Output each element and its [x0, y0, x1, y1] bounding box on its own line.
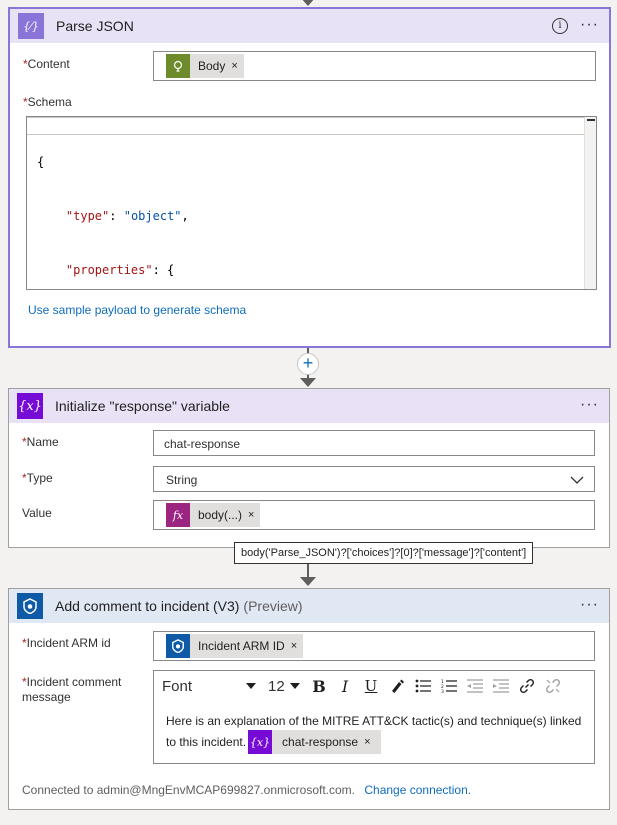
svg-text:1: 1: [441, 679, 444, 685]
preview-tag: (Preview): [243, 598, 303, 614]
name-label: *Name: [22, 435, 59, 449]
expression-tooltip: body('Parse_JSON')?['choices']?[0]?['mes…: [234, 542, 534, 564]
code-line: "properties": {: [65, 263, 175, 277]
init-variable-header[interactable]: {x} Initialize "response" variable ···: [9, 389, 609, 423]
parse-json-card[interactable]: {⁄} Parse JSON i ··· *Content Body × *Sc…: [8, 7, 611, 348]
init-variable-title: Initialize "response" variable: [55, 398, 230, 414]
caret-down-icon: [246, 683, 256, 689]
name-value: chat-response: [164, 437, 241, 451]
unlink-icon[interactable]: [540, 674, 566, 698]
arm-id-field[interactable]: Incident ARM ID ×: [153, 631, 595, 661]
svg-text:2: 2: [441, 684, 444, 690]
expression-token[interactable]: fx body(...) ×: [166, 503, 261, 527]
connection-info: Connected to admin@MngEnvMCAP699827.onmi…: [22, 783, 471, 797]
value-label: Value: [22, 506, 52, 520]
sample-payload-link[interactable]: Use sample payload to generate schema: [28, 303, 247, 317]
chevron-down-icon: [570, 476, 584, 484]
code-line: "type": "object",: [65, 209, 189, 223]
italic-icon[interactable]: I: [341, 676, 349, 696]
body-token-label: Body: [198, 59, 226, 73]
arrow-top-icon: [300, 0, 316, 6]
schema-code[interactable]: { "type": "object", "properties": { "cho…: [37, 117, 333, 289]
connected-text: Connected to admin@MngEnvMCAP699827.onmi…: [22, 783, 356, 797]
editor-scrollbar[interactable]: [584, 117, 596, 289]
parse-json-icon: {⁄}: [18, 13, 44, 39]
outdent-icon[interactable]: [462, 674, 488, 698]
caret-down-icon: [290, 683, 300, 689]
type-dropdown[interactable]: String: [153, 466, 595, 492]
link-icon[interactable]: [514, 674, 540, 698]
parse-json-title: Parse JSON: [56, 18, 134, 34]
body-token[interactable]: Body ×: [166, 54, 244, 78]
schema-label: *Schema: [23, 95, 72, 109]
arrow-2-icon: [300, 577, 316, 586]
more-options-icon[interactable]: ···: [580, 16, 599, 33]
remove-token-icon[interactable]: ×: [364, 735, 371, 748]
svg-text:3: 3: [441, 689, 444, 693]
type-value: String: [166, 473, 198, 487]
remove-token-icon[interactable]: ×: [248, 509, 255, 521]
font-size-dropdown[interactable]: 12: [262, 674, 306, 698]
more-options-icon[interactable]: ···: [580, 396, 599, 413]
expression-token-label: body(...): [198, 508, 243, 522]
remove-token-icon[interactable]: ×: [231, 60, 238, 72]
info-icon[interactable]: i: [552, 18, 568, 34]
connector-2: [307, 564, 309, 578]
variable-icon: {x}: [17, 393, 43, 419]
add-comment-card[interactable]: Add comment to incident (V3) (Preview) ·…: [8, 588, 610, 810]
arm-id-token-label: Incident ARM ID: [198, 639, 285, 653]
init-variable-card[interactable]: {x} Initialize "response" variable ··· *…: [8, 388, 610, 548]
font-dropdown[interactable]: Font: [158, 674, 262, 698]
arm-id-token[interactable]: Incident ARM ID ×: [166, 634, 304, 658]
comment-text-line-1: Here is an explanation of the MITRE ATT&…: [166, 714, 582, 728]
name-field[interactable]: chat-response: [153, 430, 595, 456]
schema-editor[interactable]: { "type": "object", "properties": { "cho…: [26, 116, 597, 290]
chat-response-token[interactable]: {x} chat-response ×: [248, 730, 381, 754]
add-comment-header[interactable]: Add comment to incident (V3) (Preview) ·…: [9, 589, 609, 623]
comment-text-line-2: to this incident.: [166, 734, 247, 749]
add-comment-title: Add comment to incident (V3): [55, 598, 240, 614]
comment-body[interactable]: Here is an explanation of the MITRE ATT&…: [166, 713, 586, 754]
sentinel-icon: [17, 593, 43, 619]
bold-icon[interactable]: B: [312, 676, 326, 696]
add-step-icon[interactable]: +: [297, 353, 319, 375]
comment-label: *Incident comment message: [22, 675, 122, 704]
highlight-icon[interactable]: [384, 674, 410, 698]
arm-id-label: *Incident ARM id: [22, 636, 111, 650]
underline-icon[interactable]: U: [364, 677, 378, 695]
type-label: *Type: [22, 471, 53, 485]
fx-icon: fx: [166, 503, 190, 527]
trigger-icon: [166, 54, 190, 78]
variable-icon: {x}: [248, 730, 273, 754]
parse-json-header[interactable]: {⁄} Parse JSON i ···: [10, 9, 609, 43]
more-options-icon[interactable]: ···: [580, 596, 599, 613]
remove-token-icon[interactable]: ×: [290, 640, 298, 652]
code-line: {: [37, 155, 45, 169]
content-field[interactable]: Body ×: [153, 51, 596, 81]
sentinel-icon: [166, 634, 190, 658]
bullet-list-icon[interactable]: [410, 674, 436, 698]
chat-response-token-label: chat-response: [282, 734, 359, 749]
change-connection-link[interactable]: Change connection.: [364, 783, 472, 797]
arrow-1-icon: [300, 378, 316, 387]
value-field[interactable]: fx body(...) ×: [153, 500, 595, 530]
content-label: *Content: [23, 57, 70, 71]
indent-icon[interactable]: [488, 674, 514, 698]
